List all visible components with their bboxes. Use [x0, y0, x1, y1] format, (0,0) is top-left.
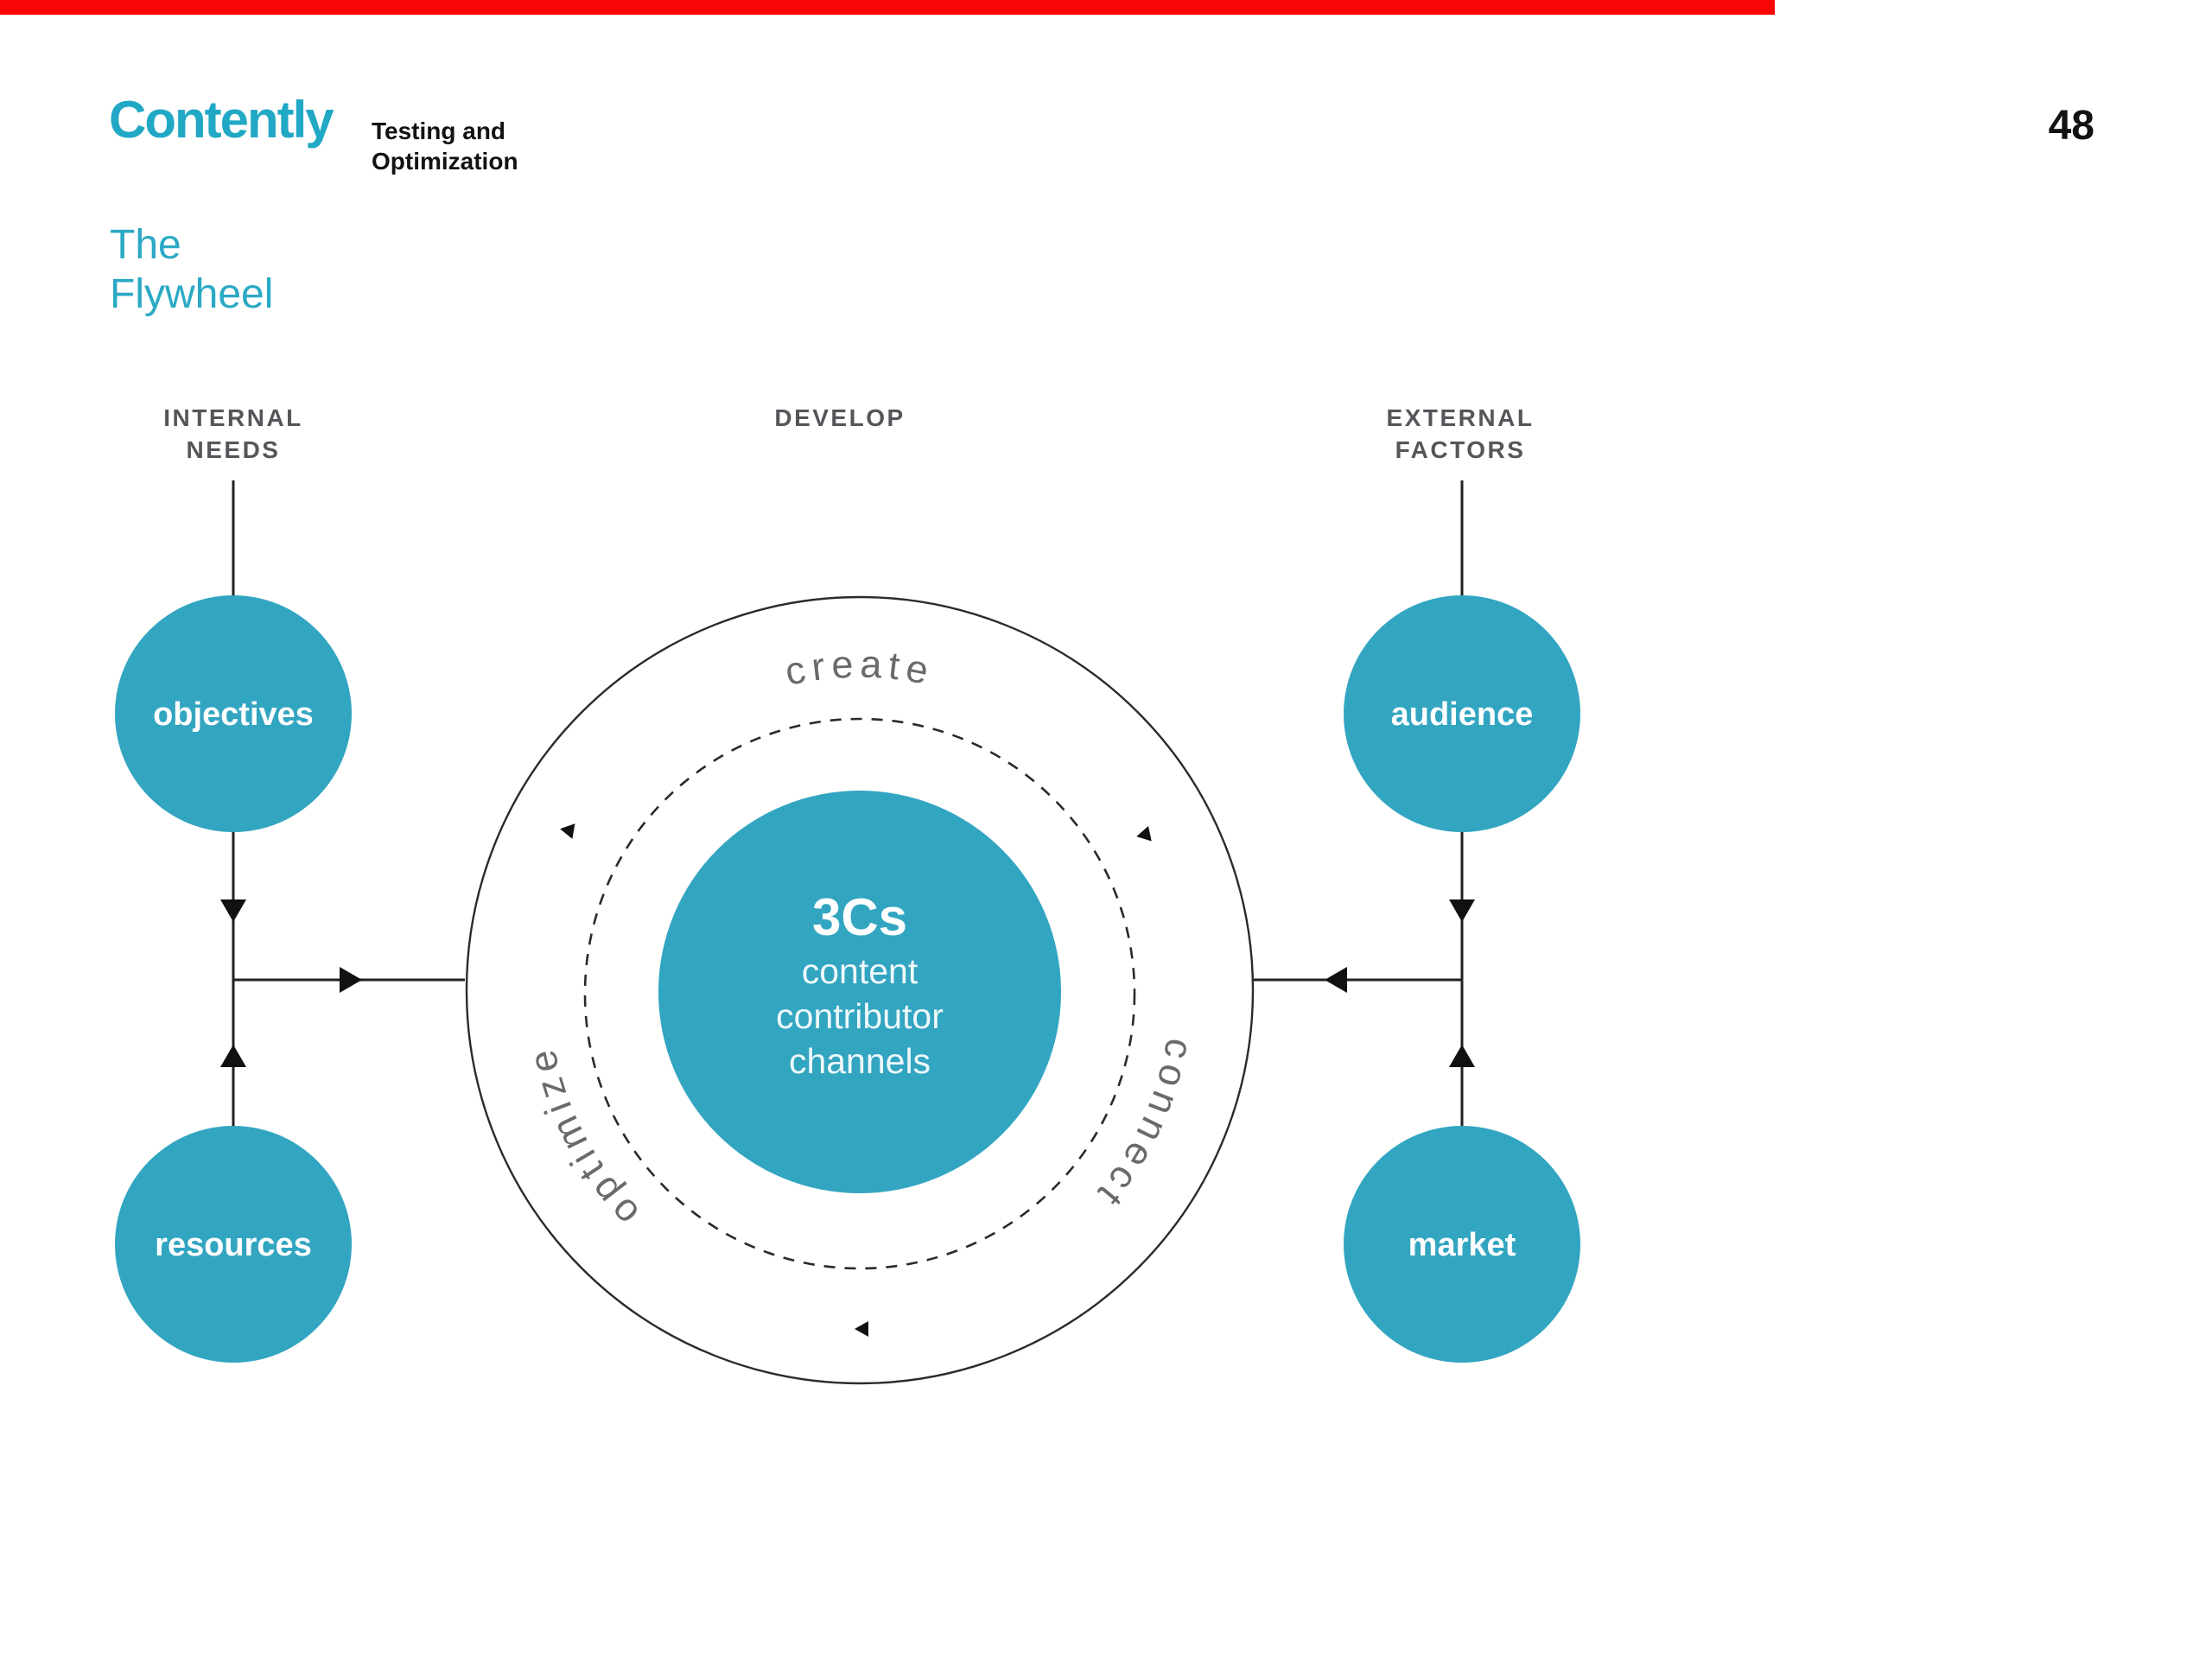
deck-title: Testing and Optimization — [372, 118, 518, 175]
outer-ring — [465, 595, 1255, 1385]
node-audience-circle — [1344, 595, 1580, 832]
column-header-external-factors: EXTERNAL FACTORS — [1386, 404, 1535, 463]
arrow-right-icon — [340, 967, 362, 993]
ring-word-create: create — [781, 641, 938, 693]
node-objectives-label: objectives — [153, 696, 314, 733]
node-market-label: market — [1408, 1227, 1516, 1263]
arrow-left-icon — [1325, 967, 1347, 993]
arrow-up-right-icon — [1449, 1045, 1475, 1067]
dashed-ring — [583, 717, 1136, 1270]
arrow-down-right-icon — [1449, 899, 1475, 922]
hub-line-channels: channels — [789, 1041, 931, 1081]
node-audience-label: audience — [1391, 696, 1534, 733]
ring-word-connect: connect — [1086, 1035, 1202, 1219]
ring-arrow-top-left-icon — [560, 823, 575, 839]
ring-word-optimize: optimize — [518, 1040, 647, 1235]
arrow-up-left-icon — [220, 1045, 246, 1067]
hub-circle — [658, 791, 1061, 1193]
ring-arrow-top-right-icon — [1136, 825, 1152, 842]
node-resources-label: resources — [155, 1227, 312, 1263]
hub-title: 3Cs — [812, 888, 907, 946]
top-progress-bar — [0, 0, 1775, 15]
ring-arrow-bottom-icon — [855, 1321, 868, 1337]
column-header-internal-needs: INTERNAL NEEDS — [163, 404, 303, 463]
contently-logo: Contently — [109, 91, 334, 149]
arrow-down-left-icon — [220, 899, 246, 922]
node-resources-circle — [115, 1126, 352, 1363]
node-objectives-circle — [115, 595, 352, 832]
hub-line-contributor: contributor — [776, 996, 944, 1036]
slide-title: The Flywheel — [110, 222, 274, 317]
page-number: 48 — [2048, 103, 2094, 149]
column-header-develop: DEVELOP — [774, 404, 906, 431]
node-market-circle — [1344, 1126, 1580, 1363]
hub-line-content: content — [802, 951, 918, 991]
